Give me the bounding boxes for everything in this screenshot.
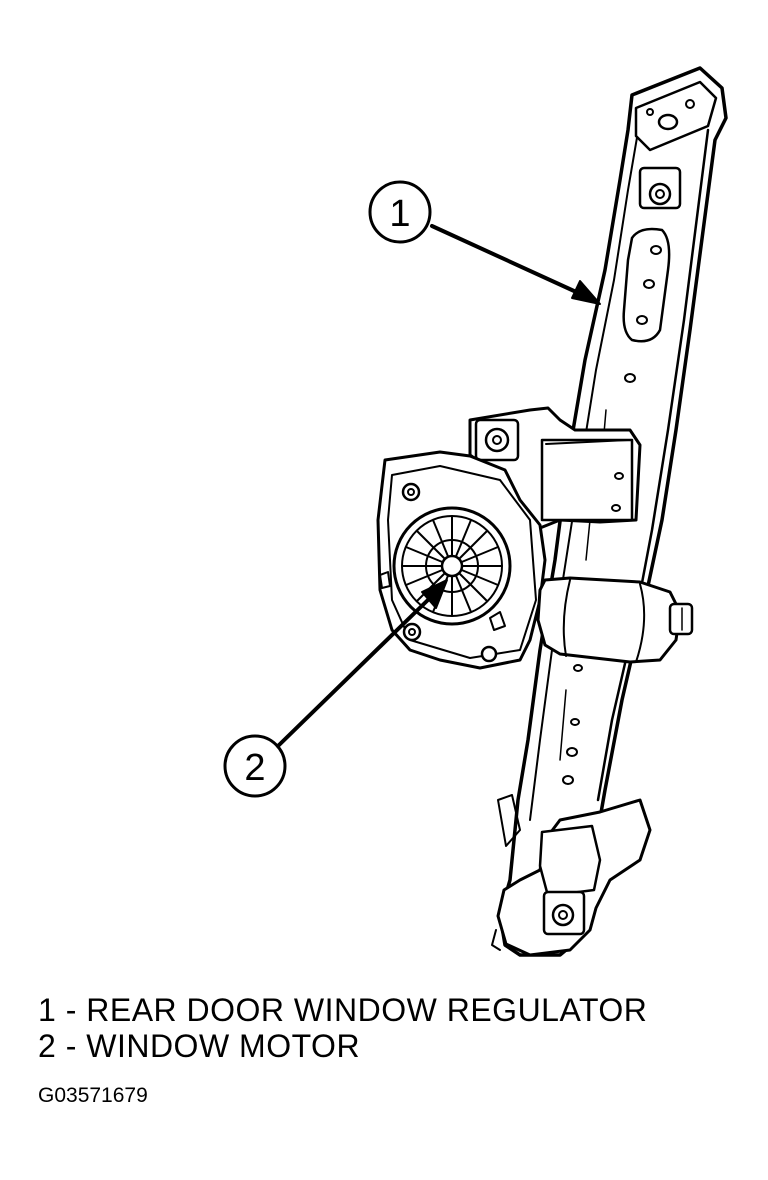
legend: 1 - REAR DOOR WINDOW REGULATOR 2 - WINDO… bbox=[38, 992, 647, 1064]
drive-motor-barrel bbox=[536, 576, 694, 664]
figure-id: G03571679 bbox=[38, 1084, 148, 1107]
callout-2-label: 2 bbox=[244, 747, 265, 789]
callout-2: 2 bbox=[223, 579, 448, 798]
callout-1: 1 bbox=[368, 180, 601, 305]
window-regulator-illustration: 1 2 bbox=[223, 66, 728, 957]
legend-item-motor: 2 - WINDOW MOTOR bbox=[38, 1028, 361, 1064]
callout-1-label: 1 bbox=[389, 193, 410, 235]
legend-item-regulator: 1 - REAR DOOR WINDOW REGULATOR bbox=[38, 992, 648, 1028]
window-motor bbox=[376, 450, 547, 670]
lower-bracket bbox=[491, 794, 652, 957]
